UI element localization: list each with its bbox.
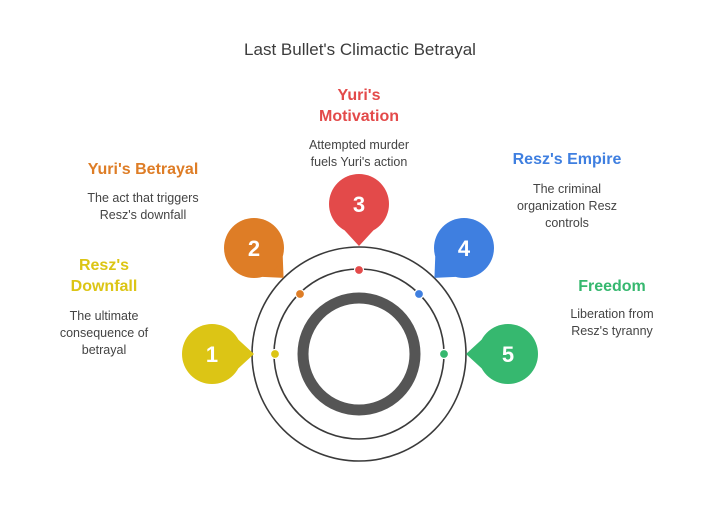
hub-ring [297,292,421,416]
step-2-bubble [224,218,284,278]
step-1-description-line: betrayal [81,343,127,357]
step-1-description-line: consequence of [59,326,149,340]
step-2-ring-marker [294,288,306,300]
diagram-title: Last Bullet's Climactic Betrayal [244,40,476,59]
step-4-heading: Resz's Empire [492,149,642,170]
step-2-description-line: The act that triggers [87,191,199,205]
step-3-heading-line: Yuri's [337,87,381,104]
step-1-heading: Resz's Downfall [44,255,164,297]
step-5-bubble [478,324,538,384]
step-4-number: 4 [458,236,471,261]
step-2-description: The act that triggers Resz's downfall [68,190,218,224]
outer-ring [251,246,467,462]
step-3-description-line: Attempted murder [308,138,410,152]
step-5-bubble-pointer [466,339,482,369]
step-4-description-line: The criminal [532,182,602,196]
step-2-heading: Yuri's Betrayal [68,159,218,180]
step-3-number: 3 [353,192,365,217]
step-3-heading-line: Motivation [319,108,399,125]
step-4-description: The criminal organization Resz controls [497,181,637,232]
step-2-heading-line: Yuri's Betrayal [87,161,199,178]
step-4-ring-marker [413,288,425,300]
step-3-heading: Yuri's Motivation [299,85,419,127]
step-5-number: 5 [502,342,514,367]
step-3-ring-marker [353,264,365,276]
step-4-description-line: organization Resz [516,199,618,213]
step-4-heading-line: Resz's Empire [512,151,622,168]
step-1-description-line: The ultimate [69,309,139,323]
step-3-bubble [329,174,389,234]
step-1-description: The ultimate consequence of betrayal [34,308,174,359]
step-1-ring-marker [269,348,281,360]
step-1-bubble-pointer [238,339,254,369]
step-3-description: Attempted murder fuels Yuri's action [284,137,434,171]
step-5-ring-marker [438,348,450,360]
step-3-description-line: fuels Yuri's action [310,155,408,169]
step-2-description-line: Resz's downfall [99,208,187,222]
step-4-description-line: controls [545,216,589,230]
step-1-number: 1 [206,342,218,367]
step-5-description-line: Liberation from [570,307,654,321]
step-1-heading-line: Downfall [70,278,138,295]
step-4-bubble [434,218,494,278]
step-1-heading-line: Resz's [78,257,130,274]
step-5-heading-line: Freedom [578,278,646,295]
step-5-heading: Freedom [557,276,667,297]
step-2-number: 2 [248,236,260,261]
step-3-bubble-pointer [344,230,374,246]
step-1-bubble [182,324,242,384]
step-5-description: Liberation from Resz's tyranny [547,306,677,340]
step-5-description-line: Resz's tyranny [571,324,653,338]
